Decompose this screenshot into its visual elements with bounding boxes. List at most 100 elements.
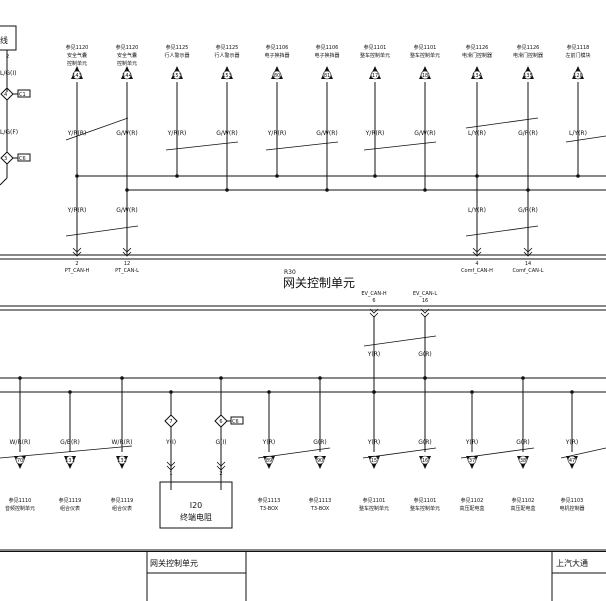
top-module-pin-splice-b — [122, 251, 132, 257]
top-branch-pin-circle — [272, 70, 282, 80]
bottom-left-twist — [0, 445, 133, 459]
top-branch-pin-num: 80 — [274, 73, 280, 79]
ev-pin-splice-a — [369, 308, 379, 314]
bottom-left-ref: 参见1119 — [111, 497, 134, 504]
top-branch-ref: 参见1118 — [567, 44, 590, 51]
top-branch-wire-low: G/W(R) — [116, 207, 137, 214]
top-module-pin-splice-a — [122, 247, 132, 253]
top-branch-ref: 参见1106 — [316, 44, 339, 51]
top-branch-desc: 电子换挡器 — [264, 52, 289, 59]
bottom-right-pin-circle — [420, 455, 430, 465]
bottom-left-junction — [68, 390, 72, 394]
top-module-pin-splice-b — [523, 251, 533, 257]
bottom-right-wire-label: G(R) — [418, 439, 432, 446]
terminator-pin-num: 1 — [169, 471, 172, 477]
top-branch-ref: 参见1101 — [414, 44, 437, 51]
ev-twist-mark — [363, 335, 437, 347]
footer-cell-2: 上汽大通 — [556, 558, 588, 568]
bottom-left-pin-num: 70 — [17, 458, 23, 464]
top-module-pin-num: 14 — [525, 261, 531, 267]
top-branch-ref: 参见1120 — [66, 44, 89, 51]
svg-text:4: 4 — [4, 92, 7, 98]
top-branch-ref: 参见1126 — [517, 44, 540, 51]
module-title: 网关控制单元 — [283, 276, 355, 290]
bottom-right-desc: T3-BOX — [259, 506, 279, 512]
bottom-left-junction — [120, 376, 124, 380]
top-branch-wire-low: Y/R(R) — [67, 207, 87, 214]
top-branch-wire-low: G/R(R) — [518, 207, 538, 214]
top-module-pin-name: Comf_CAN-L — [513, 268, 544, 274]
bottom-right-wire-label: Y(R) — [465, 439, 479, 446]
top-branch-wire-label: L/Y(R) — [468, 130, 486, 137]
top-left-fragment: 线 2 L/G(I) 4 C1 L/G(F) 3 C6 — [0, 25, 31, 186]
ev-pin-num: 6 — [372, 298, 375, 304]
bottom-right-pin-num: 16 — [422, 458, 428, 464]
twist-mark-3 — [363, 141, 437, 151]
bottom-right-pin-circle — [518, 455, 528, 465]
top-branch-desc: 整车控制单元 — [410, 52, 440, 59]
twist-mark-4 — [465, 117, 539, 129]
top-branch-ref: 参见1126 — [466, 44, 489, 51]
bottom-right-junction — [521, 376, 525, 380]
bottom-right-junction — [267, 390, 271, 394]
top-branch-desc: 电滑门控制器 — [513, 52, 543, 59]
top-branches: 参见1120安全气囊控制单元143Y/R(R)Y/R(R)参见1120安全气囊控… — [66, 44, 606, 255]
bottom-right-pin-num: 38 — [520, 458, 526, 464]
top-branch-pin-circle — [573, 70, 583, 80]
top-left-conn-tag-2: C6 — [19, 156, 26, 162]
bottom-right-pin-circle — [315, 455, 325, 465]
bottom-left-ref: 参见1110 — [9, 497, 32, 504]
bottom-bus-lines — [0, 377, 606, 393]
terminator-conn-num: 7 — [169, 419, 172, 425]
ev-pin-name: EV_CAN-H — [361, 291, 387, 297]
top-module-pin-num: 2 — [75, 261, 78, 267]
terminator-wire-label: G(I) — [215, 439, 226, 446]
top-branch-pin-circle — [322, 70, 332, 80]
bottom-right-pin-num: 47 — [569, 458, 575, 464]
top-branch-wire-label: Y/R(R) — [365, 130, 385, 137]
bottom-right-twist-1 — [362, 447, 437, 459]
bottom-right-ref: 参见1103 — [561, 497, 584, 504]
twist-mark-1 — [165, 141, 239, 151]
bottom-left-desc: 组合仪表 — [60, 505, 80, 512]
bottom-right-desc: 高压配电盒 — [510, 505, 535, 512]
ev-pin-splice-a — [420, 308, 430, 314]
bottom-right-pin-circle — [567, 455, 577, 465]
bottom-right-wire-label: Y(R) — [262, 439, 276, 446]
top-branch-desc: 安全气囊 — [117, 52, 137, 59]
top-module-pin-num: 4 — [475, 261, 478, 267]
bottom-right-wire-label: G(R) — [313, 439, 327, 446]
bottom-right-wire-label: Y(R) — [565, 439, 579, 446]
top-branch-wire-label: Y/R(R) — [67, 130, 87, 137]
bottom-left-ref: 参见1119 — [59, 497, 82, 504]
top-branch-pin-circle — [370, 70, 380, 80]
bottom-left-pin-circle — [65, 455, 75, 465]
terminator-pin-splice-b — [166, 465, 176, 471]
top-branch-desc: 安全气囊 — [67, 52, 87, 59]
bottom-right-twist-0 — [257, 447, 331, 459]
terminator-pin-0: 7Y(I)1 — [164, 390, 178, 490]
bottom-right-junction — [372, 390, 376, 394]
top-branch-wire-label: G/W(R) — [316, 130, 337, 137]
top-module-pin-splice-a — [472, 247, 482, 253]
bottom-left-desc: 音频控制单元 — [5, 505, 35, 512]
top-branch-desc: 行人警示器 — [164, 52, 189, 59]
top-branch-pin-num: 81 — [324, 73, 330, 79]
bottom-left-wire-label: G/B(R) — [60, 439, 80, 446]
bottom-right-junction — [570, 390, 574, 394]
top-branch-wire-label: G/R(R) — [518, 130, 538, 137]
top-left-box-label: 线 — [0, 35, 8, 45]
twist-mark-0 — [65, 117, 129, 141]
top-branch-pin-num: 18 — [422, 73, 428, 79]
top-module-pin-name: PT_CAN-H — [65, 268, 90, 274]
